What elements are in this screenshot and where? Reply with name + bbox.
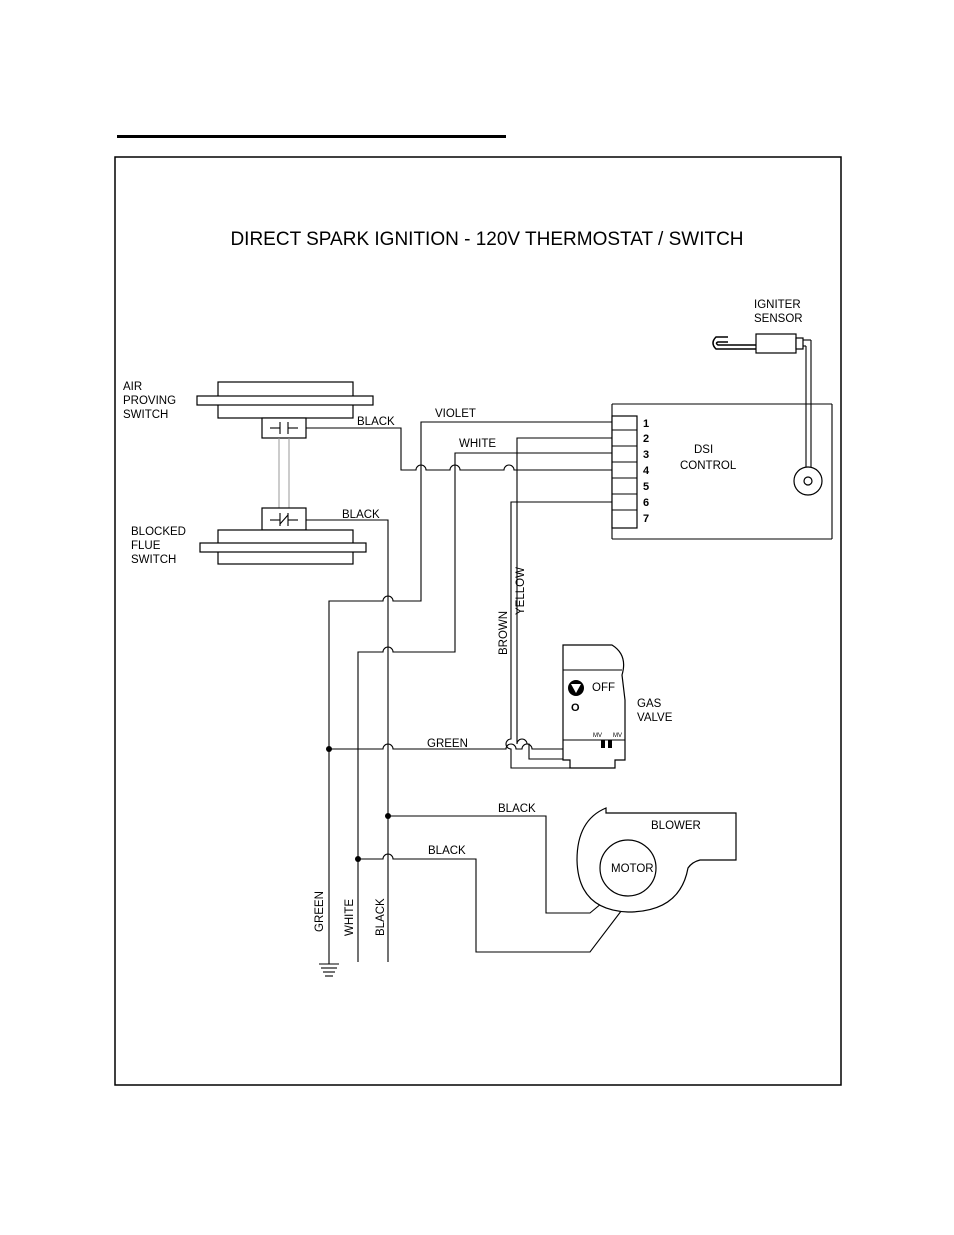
gas-valve-mv2: MV (613, 733, 622, 739)
flue-label-3: SWITCH (131, 554, 176, 566)
dsi-pin-7: 7 (643, 513, 649, 525)
wire-label-brown: BROWN (498, 611, 510, 655)
wire-label-black-blower2: BLACK (428, 845, 466, 857)
wire-label-black-blower1: BLACK (498, 803, 536, 815)
dsi-pin-5: 5 (643, 481, 649, 493)
dsi-pin-6: 6 (643, 497, 649, 509)
gas-valve-o-label: O (571, 702, 580, 714)
gas-valve-mv1: MV (593, 733, 602, 739)
flue-label-1: BLOCKED (131, 526, 186, 538)
wire-label-yellow: YELLOW (515, 567, 527, 615)
wire-label-black-flue: BLACK (342, 509, 380, 521)
blower-label: BLOWER (651, 820, 701, 832)
wire-label-green-h: GREEN (427, 738, 468, 750)
igniter-label-2: SENSOR (754, 313, 803, 325)
gas-valve-label-2: VALVE (637, 712, 673, 724)
air-proving-switch (197, 382, 373, 438)
dsi-pin-1: 1 (643, 418, 649, 430)
diagram-frame (115, 157, 841, 1085)
igniter-label-1: IGNITER (754, 299, 801, 311)
wire-label-white-top: WHITE (459, 438, 496, 450)
gas-valve-off-label: OFF (592, 682, 615, 694)
flue-label-2: FLUE (131, 540, 161, 552)
dsi-pin-2: 2 (643, 433, 649, 445)
dsi-pin-3: 3 (643, 449, 649, 461)
gas-valve-label-1: GAS (637, 698, 662, 710)
wire-label-black-v: BLACK (375, 898, 387, 936)
diagram-title: DIRECT SPARK IGNITION - 120V THERMOSTAT … (230, 229, 743, 250)
dsi-pin-4: 4 (643, 465, 650, 477)
wire-label-green-v: GREEN (314, 891, 326, 932)
air-label-3: SWITCH (123, 409, 168, 421)
wire-label-white-v: WHITE (344, 899, 356, 936)
motor-label: MOTOR (611, 863, 654, 875)
wire-label-black-air: BLACK (357, 416, 395, 428)
wire-label-violet: VIOLET (435, 408, 476, 420)
air-label-1: AIR (123, 381, 142, 393)
dsi-label-2: CONTROL (680, 460, 737, 472)
air-label-2: PROVING (123, 395, 176, 407)
dsi-label-1: DSI (694, 444, 713, 456)
